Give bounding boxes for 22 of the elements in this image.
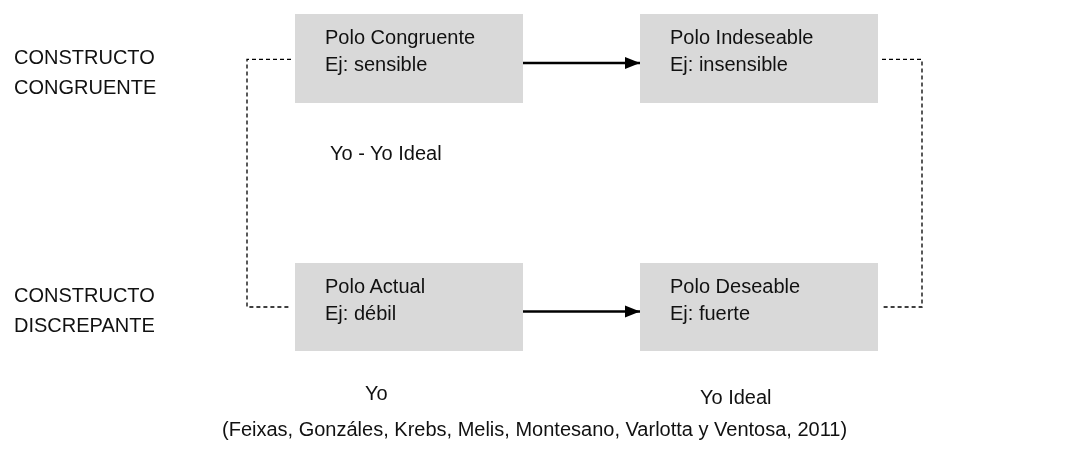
pole-title: Polo Indeseable (670, 25, 815, 50)
construct-label: CONSTRUCTO CONGRUENTE (14, 45, 158, 100)
self-label: Yo (365, 381, 388, 406)
pole-box (640, 263, 878, 351)
pole-example: Ej: insensible (670, 52, 789, 77)
dashed-connector (246, 58, 292, 308)
arrow (523, 56, 640, 69)
relation-label: Yo - Yo Ideal (330, 141, 442, 166)
pole-title: Polo Deseable (670, 274, 802, 299)
citation: (Feixas, Gonzáles, Krebs, Melis, Montesano, Varlotta y Ventosa, 2011) (222, 417, 848, 442)
construct-label: CONSTRUCTO DISCREPANTE (14, 283, 156, 338)
ideal-label: Yo Ideal (700, 385, 772, 410)
pole-title: Polo Congruente (325, 25, 477, 50)
dashed-connector (881, 58, 923, 308)
pole-example: Ej: débil (325, 301, 398, 326)
arrow (523, 305, 640, 318)
pole-box (295, 263, 523, 351)
pole-example: Ej: fuerte (670, 301, 752, 326)
pole-box (295, 14, 523, 103)
pole-box (640, 14, 878, 103)
pole-title: Polo Actual (325, 274, 427, 299)
pole-example: Ej: sensible (325, 52, 429, 77)
